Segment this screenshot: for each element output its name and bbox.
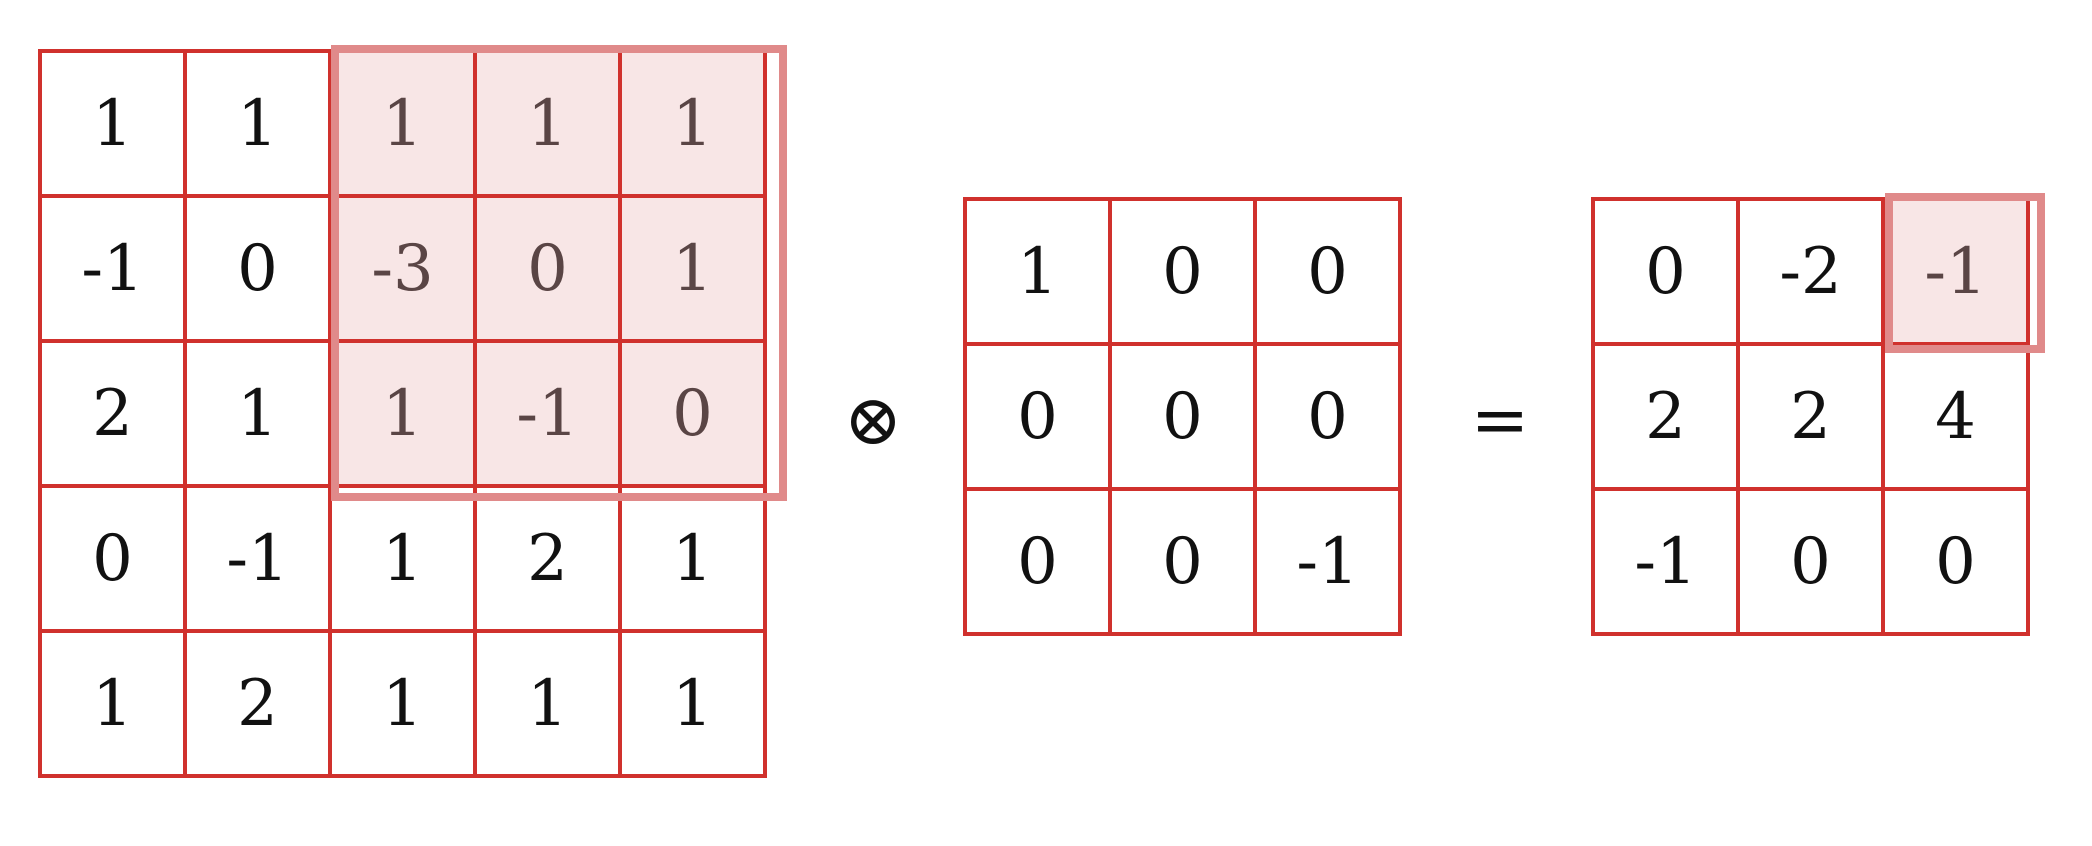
input-cell-highlighted: 1 xyxy=(328,339,477,488)
input-row: 0 -1 1 2 1 xyxy=(38,484,767,633)
input-cell: 2 xyxy=(473,484,622,633)
output-cell: 0 xyxy=(1736,487,1885,636)
output-cell: 2 xyxy=(1736,342,1885,491)
kernel-cell: 0 xyxy=(1253,197,1402,346)
input-row: 1 1 1 1 1 xyxy=(38,49,767,198)
input-cell: 1 xyxy=(38,629,187,778)
input-cell-highlighted: 0 xyxy=(618,339,767,488)
input-cell: 1 xyxy=(618,484,767,633)
input-cell-highlighted: -3 xyxy=(328,194,477,343)
input-row: 2 1 1 -1 0 xyxy=(38,339,767,488)
output-cell: 0 xyxy=(1881,487,2030,636)
kernel-cell: 0 xyxy=(963,342,1112,491)
input-cell: 1 xyxy=(183,339,332,488)
kernel-cell: 0 xyxy=(1108,342,1257,491)
output-cell: 2 xyxy=(1591,342,1740,491)
output-cell-highlighted: -1 xyxy=(1881,197,2030,346)
equals-operator: = xyxy=(1470,379,1530,461)
output-cell: -2 xyxy=(1736,197,1885,346)
kernel-matrix-body: 1 0 0 0 0 0 0 0 -1 xyxy=(963,197,1402,636)
kernel-cell: 0 xyxy=(1108,197,1257,346)
convolution-operator: ⊗ xyxy=(843,379,903,461)
output-cell: 4 xyxy=(1881,342,2030,491)
kernel-cell: 0 xyxy=(963,487,1112,636)
input-cell: 0 xyxy=(38,484,187,633)
kernel-cell: 1 xyxy=(963,197,1112,346)
output-matrix: 0 -2 -1 2 2 4 -1 0 0 xyxy=(1591,197,2030,636)
input-cell-highlighted: 1 xyxy=(473,49,622,198)
kernel-matrix: 1 0 0 0 0 0 0 0 -1 xyxy=(963,197,1402,636)
input-cell-highlighted: 1 xyxy=(618,194,767,343)
input-cell: 0 xyxy=(183,194,332,343)
output-cell: -1 xyxy=(1591,487,1740,636)
kernel-row: 0 0 0 xyxy=(963,342,1402,491)
input-matrix: 1 1 1 1 1 -1 0 -3 0 1 2 1 1 -1 0 0 -1 1 … xyxy=(38,49,767,778)
output-cell: 0 xyxy=(1591,197,1740,346)
kernel-cell: 0 xyxy=(1108,487,1257,636)
input-row: 1 2 1 1 1 xyxy=(38,629,767,778)
input-cell: 1 xyxy=(328,484,477,633)
input-cell: 1 xyxy=(183,49,332,198)
kernel-cell: -1 xyxy=(1253,487,1402,636)
input-matrix-body: 1 1 1 1 1 -1 0 -3 0 1 2 1 1 -1 0 0 -1 1 … xyxy=(38,49,767,778)
output-matrix-body: 0 -2 -1 2 2 4 -1 0 0 xyxy=(1591,197,2030,636)
input-cell: -1 xyxy=(183,484,332,633)
input-cell: 2 xyxy=(38,339,187,488)
input-cell-highlighted: -1 xyxy=(473,339,622,488)
input-row: -1 0 -3 0 1 xyxy=(38,194,767,343)
input-cell: 1 xyxy=(38,49,187,198)
input-cell: 1 xyxy=(473,629,622,778)
output-row: 2 2 4 xyxy=(1591,342,2030,491)
input-cell-highlighted: 1 xyxy=(328,49,477,198)
input-cell: 1 xyxy=(618,629,767,778)
kernel-row: 1 0 0 xyxy=(963,197,1402,346)
output-row: 0 -2 -1 xyxy=(1591,197,2030,346)
input-cell-highlighted: 0 xyxy=(473,194,622,343)
input-cell-highlighted: 1 xyxy=(618,49,767,198)
input-cell: 1 xyxy=(328,629,477,778)
kernel-cell: 0 xyxy=(1253,342,1402,491)
input-cell: 2 xyxy=(183,629,332,778)
output-row: -1 0 0 xyxy=(1591,487,2030,636)
input-cell: -1 xyxy=(38,194,187,343)
kernel-row: 0 0 -1 xyxy=(963,487,1402,636)
